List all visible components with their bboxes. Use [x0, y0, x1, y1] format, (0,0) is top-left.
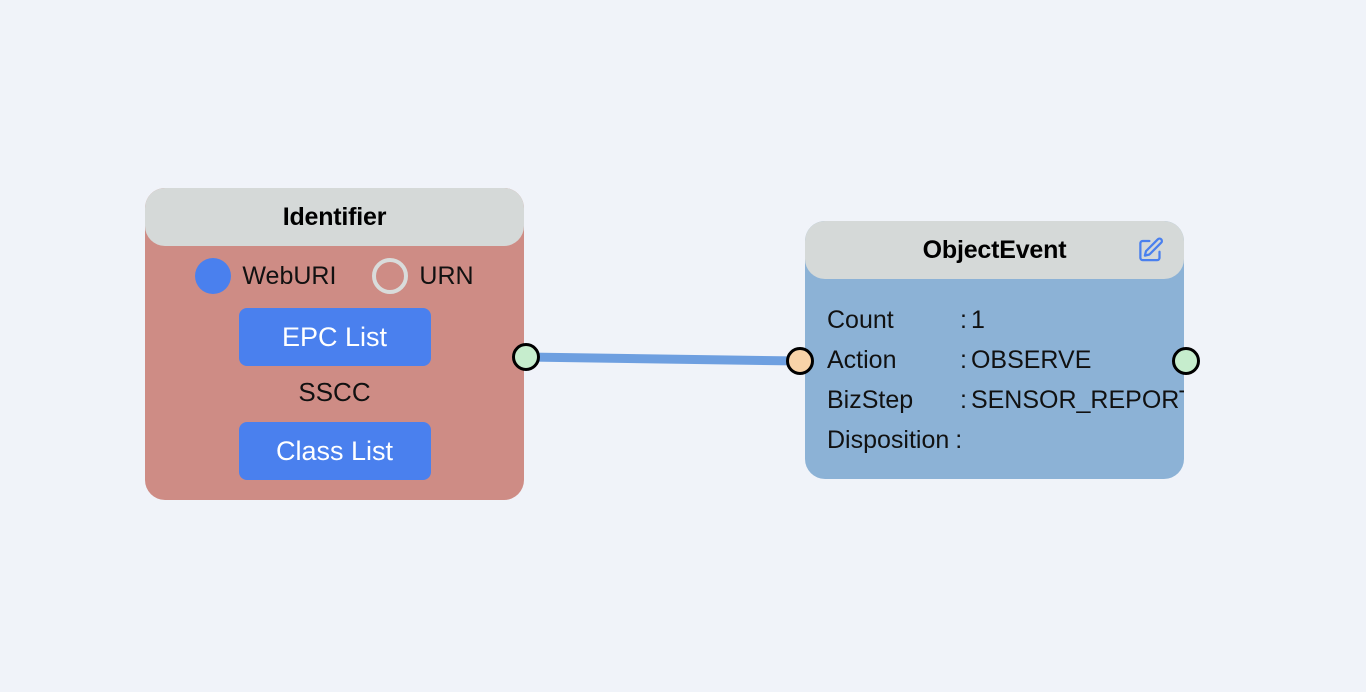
radio-weburi[interactable]: [195, 258, 232, 294]
field-separator-bizstep: :: [960, 386, 967, 414]
field-value-bizstep: SENSOR_REPORTING: [970, 386, 1184, 414]
objectevent-field-list: Count : 1 Action : OBSERVE BizStep : SEN…: [805, 279, 1184, 466]
identifier-node-title: Identifier: [282, 202, 387, 231]
epc-list-button[interactable]: EPC List: [238, 308, 431, 366]
field-label-action: Action: [827, 346, 897, 374]
identifier-scheme-radio-group[interactable]: WebURI URN: [145, 258, 524, 294]
node-identifier[interactable]: Identifier WebURI URN EPC List SSCC Clas…: [145, 188, 540, 500]
field-row-disposition: Disposition :: [827, 426, 1184, 466]
field-label-count: Count: [827, 306, 894, 334]
field-value-count: 1: [970, 306, 985, 334]
node-objectevent[interactable]: ObjectEvent Count : 1 Action : OBSERVE: [786, 221, 1200, 479]
radio-urn-label: URN: [419, 261, 474, 290]
edge-identifier-to-objectevent[interactable]: [525, 352, 801, 366]
objectevent-node-content: Count : 1 Action : OBSERVE BizStep : SEN…: [805, 279, 1184, 466]
identifier-source-port-right[interactable]: [512, 343, 540, 371]
field-row-action: Action : OBSERVE: [827, 346, 1184, 386]
objectevent-node-header[interactable]: ObjectEvent: [805, 221, 1184, 279]
sscc-label: SSCC: [298, 377, 371, 407]
objectevent-target-port-left[interactable]: [786, 347, 814, 375]
objectevent-node-title: ObjectEvent: [922, 235, 1067, 264]
class-list-button[interactable]: Class List: [238, 422, 431, 480]
field-value-action: OBSERVE: [970, 346, 1092, 374]
field-label-disposition: Disposition: [827, 426, 950, 454]
objectevent-source-port-right[interactable]: [1172, 347, 1200, 375]
field-row-bizstep: BizStep : SENSOR_REPORTING: [827, 386, 1184, 426]
field-row-count: Count : 1: [827, 306, 1184, 346]
field-separator-disposition: :: [955, 426, 963, 454]
field-separator-count: :: [960, 306, 967, 334]
identifier-node-content: WebURI URN EPC List SSCC Class List: [145, 246, 524, 480]
radio-weburi-label: WebURI: [242, 261, 337, 290]
field-label-bizstep: BizStep: [827, 386, 914, 414]
field-separator-action: :: [960, 346, 967, 374]
edit-pencil-square-icon[interactable]: [1137, 237, 1164, 264]
radio-urn[interactable]: [372, 258, 409, 294]
identifier-node-header[interactable]: Identifier: [145, 188, 524, 246]
